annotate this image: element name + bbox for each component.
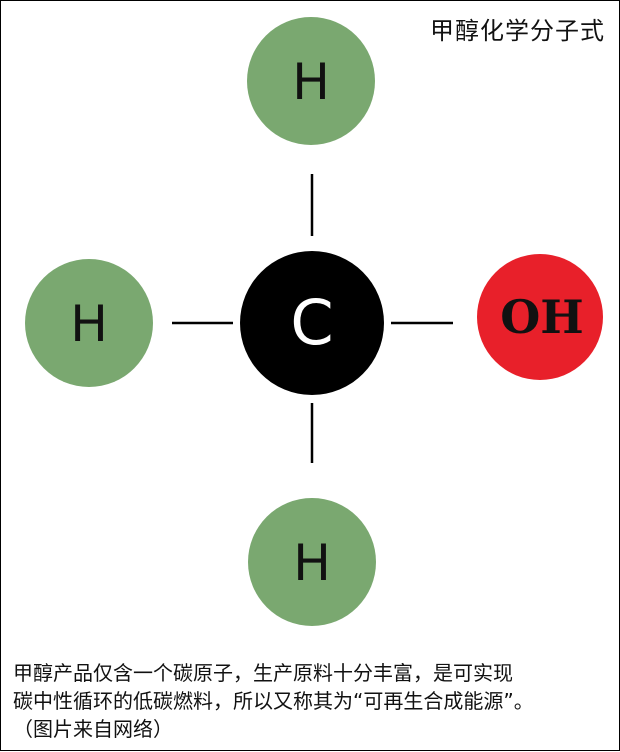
diagram-title: 甲醇化学分子式 — [430, 17, 605, 45]
hydrogen-atom-left: H — [25, 259, 153, 387]
hydrogen-atom-bottom: H — [248, 498, 376, 626]
hydrogen-top-label: H — [292, 53, 330, 111]
hydroxyl-label: OH — [500, 290, 584, 344]
carbon-atom: C — [240, 251, 384, 395]
carbon-label: C — [290, 286, 333, 359]
hydrogen-left-label: H — [70, 295, 108, 353]
hydrogen-atom-top: H — [247, 17, 375, 145]
caption-text: 甲醇产品仅含一个碳原子，生产原料十分丰富，是可实现 碳中性循环的低碳燃料，所以又… — [13, 659, 613, 743]
hydroxyl-group: OH — [477, 254, 603, 380]
caption-line-1: 甲醇产品仅含一个碳原子，生产原料十分丰富，是可实现 — [13, 661, 513, 685]
hydrogen-bottom-label: H — [293, 534, 331, 592]
caption-source: （图片来自网络） — [13, 717, 173, 741]
caption-line-2: 碳中性循环的低碳燃料，所以又称其为“可再生合成能源”。 — [13, 689, 534, 713]
